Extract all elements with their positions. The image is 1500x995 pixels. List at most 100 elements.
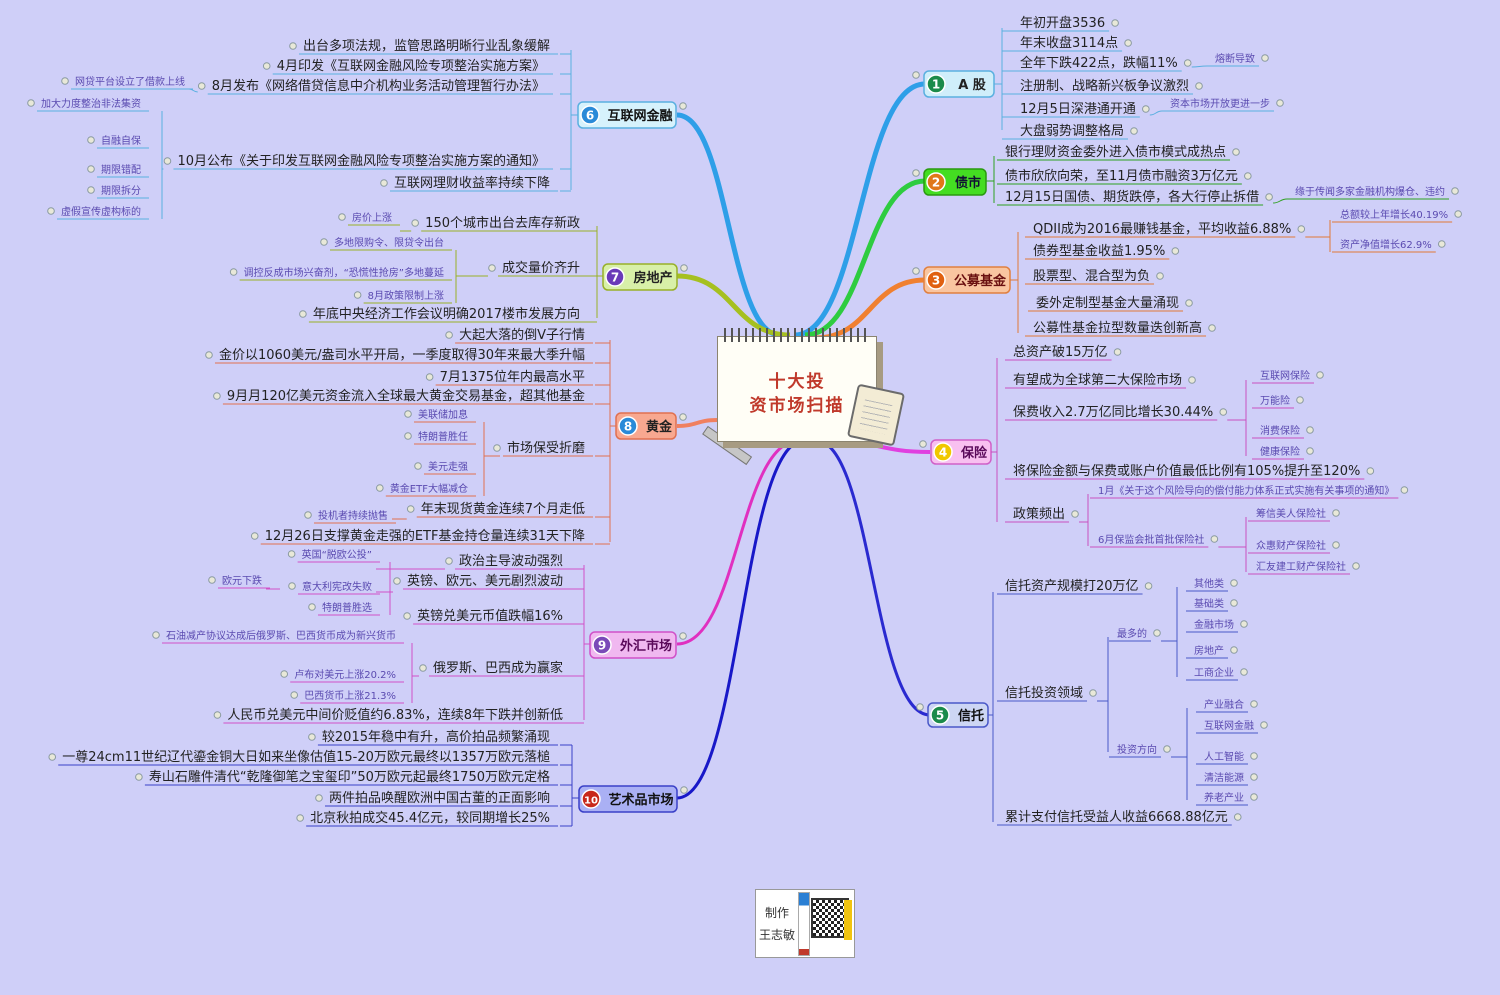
topic-北京秋拍成交454亿元较同期[interactable]: 北京秋拍成交45.4亿元，较同期增长25% bbox=[310, 810, 550, 826]
topic-一尊24cm11世纪辽代鎏金[interactable]: 一尊24cm11世纪辽代鎏金铜大日如来坐像估值15-20万欧元最终以1357万欧… bbox=[62, 749, 550, 765]
topic-调控反成市场兴奋剂恐慌性抢房[interactable]: 调控反成市场兴奋剂，“恐慌性抢房”多地蔓延 bbox=[244, 266, 444, 279]
topic-银行理财资金委外进入债市模式[interactable]: 银行理财资金委外进入债市模式成热点 bbox=[1005, 144, 1226, 160]
topic-黄金ETF大幅减仓[interactable]: 黄金ETF大幅减仓 bbox=[390, 482, 468, 495]
topic-成交量价齐升[interactable]: 成交量价齐升 bbox=[502, 260, 580, 276]
topic-互联网金融[interactable]: 互联网金融 bbox=[1204, 719, 1254, 732]
topic-自融自保[interactable]: 自融自保 bbox=[101, 134, 141, 147]
topic-万能险[interactable]: 万能险 bbox=[1260, 394, 1290, 407]
topic-熔断导致[interactable]: 熔断导致 bbox=[1215, 52, 1255, 65]
topic-12月26日支撑黄金走强的E[interactable]: 12月26日支撑黄金走强的ETF基金持仓量连续31天下降 bbox=[265, 528, 585, 544]
topic-多地限购令限贷令出台[interactable]: 多地限购令、限贷令出台 bbox=[334, 236, 444, 249]
topic-金融市场[interactable]: 金融市场 bbox=[1194, 618, 1234, 631]
topic-总额较上年增长4019[interactable]: 总额较上年增长40.19% bbox=[1340, 208, 1448, 221]
topic-债市欣欣向荣至11月债市融资[interactable]: 债市欣欣向荣，至11月债市融资3万亿元 bbox=[1005, 168, 1238, 184]
topic-英镑兑美元币值跌幅16[interactable]: 英镑兑美元币值跌幅16% bbox=[417, 608, 563, 624]
topic-资产净值增长629[interactable]: 资产净值增长62.9% bbox=[1340, 238, 1432, 251]
topic-年初开盘3536[interactable]: 年初开盘3536 bbox=[1020, 15, 1105, 31]
topic-健康保险[interactable]: 健康保险 bbox=[1260, 445, 1300, 458]
topic-较2015年稳中有升高价拍品[interactable]: 较2015年稳中有升，高价拍品频繁涌现 bbox=[322, 729, 550, 745]
topic-人工智能[interactable]: 人工智能 bbox=[1204, 750, 1244, 763]
topic-筹信美人保险社[interactable]: 筹信美人保险社 bbox=[1256, 507, 1326, 520]
topic-加大力度整治非法集资[interactable]: 加大力度整治非法集资 bbox=[41, 97, 141, 110]
topic-债券型基金收益195[interactable]: 债券型基金收益1.95% bbox=[1033, 243, 1165, 259]
topic-英镑欧元美元剧烈波动[interactable]: 英镑、欧元、美元剧烈波动 bbox=[407, 573, 563, 589]
topic-资本市场开放更进一步[interactable]: 资本市场开放更进一步 bbox=[1170, 97, 1270, 110]
topic-4月印发互联网金融风险专项整[interactable]: 4月印发《互联网金融风险专项整治实施方案》 bbox=[277, 58, 545, 74]
topic-股票型混合型为负[interactable]: 股票型、混合型为负 bbox=[1033, 269, 1150, 284]
topic-10月公布关于印发互联网金融[interactable]: 10月公布《关于印发互联网金融风险专项整治实施方案的通知》 bbox=[177, 153, 545, 169]
topic-有望成为全球第二大保险市场[interactable]: 有望成为全球第二大保险市场 bbox=[1013, 372, 1182, 388]
topic-互联网理财收益率持续下降[interactable]: 互联网理财收益率持续下降 bbox=[394, 175, 550, 191]
topic-政治主导波动强烈[interactable]: 政治主导波动强烈 bbox=[459, 554, 563, 569]
topic-石油减产协议达成后俄罗斯巴西[interactable]: 石油减产协议达成后俄罗斯、巴西货币成为新兴货币 bbox=[166, 629, 396, 642]
topic-寿山石雕件清代乾隆御笔之宝玺[interactable]: 寿山石雕件清代“乾隆御笔之宝玺印”50万欧元起最终1750万欧元定格 bbox=[149, 769, 550, 785]
topic-年末现货黄金连续7个月走低[interactable]: 年末现货黄金连续7个月走低 bbox=[421, 501, 585, 517]
topic-众惠财产保险社[interactable]: 众惠财产保险社 bbox=[1256, 539, 1326, 552]
topic-公募性基金拉型数量迭创新高[interactable]: 公募性基金拉型数量迭创新高 bbox=[1033, 320, 1202, 336]
topic-美元走强[interactable]: 美元走强 bbox=[428, 460, 468, 473]
topic-巴西货币上涨213[interactable]: 巴西货币上涨21.3% bbox=[304, 689, 396, 702]
topic-欧元下跌[interactable]: 欧元下跌 bbox=[222, 574, 262, 587]
topic-注册制战略新兴板争议激烈[interactable]: 注册制、战略新兴板争议激烈 bbox=[1020, 78, 1189, 94]
topic-大起大落的倒V子行情[interactable]: 大起大落的倒V子行情 bbox=[459, 327, 585, 343]
topic-出台多项法规监管思路明晰行业[interactable]: 出台多项法规，监管思路明晰行业乱象缓解 bbox=[303, 38, 550, 54]
topic-7月1375位年内最高水平[interactable]: 7月1375位年内最高水平 bbox=[440, 369, 585, 385]
topic-金价以1060美元盎司水平开[interactable]: 金价以1060美元/盎司水平开局，一季度取得30年来最大季升幅 bbox=[219, 347, 585, 363]
topic-委外定制型基金大量涌现[interactable]: 委外定制型基金大量涌现 bbox=[1036, 295, 1179, 311]
topic-12月15日国债期货跌停各大[interactable]: 12月15日国债、期货跌停，各大行停止拆借 bbox=[1005, 189, 1259, 205]
topic-工商企业[interactable]: 工商企业 bbox=[1194, 666, 1234, 679]
topic-9月月120亿美元资金流入全[interactable]: 9月月120亿美元资金流入全球最大黄金交易基金，超其他基金 bbox=[227, 388, 585, 404]
topic-卢布对美元上涨202[interactable]: 卢布对美元上涨20.2% bbox=[294, 668, 396, 681]
topic-基础类[interactable]: 基础类 bbox=[1194, 597, 1224, 610]
topic-8月发布网络借贷信息中介机构[interactable]: 8月发布《网络借贷信息中介机构业务活动管理暂行办法》 bbox=[212, 78, 545, 94]
topic-房价上涨[interactable]: 房价上涨 bbox=[352, 211, 392, 224]
topic-6月保监会批首批保险社[interactable]: 6月保监会批首批保险社 bbox=[1098, 533, 1204, 546]
topic-期限拆分[interactable]: 期限拆分 bbox=[101, 184, 141, 197]
topic-市场保受折磨[interactable]: 市场保受折磨 bbox=[507, 440, 585, 456]
topic-美联储加息[interactable]: 美联储加息 bbox=[418, 408, 468, 421]
topic-英国脱欧公投[interactable]: 英国“脱欧公投” bbox=[302, 548, 372, 561]
topic-1月关于这个风险导向的偿付能[interactable]: 1月《关于这个风险导向的偿付能力体系正式实施有关事项的通知》 bbox=[1098, 484, 1394, 497]
topic-保费收入27万亿同比增长30[interactable]: 保费收入2.7万亿同比增长30.44% bbox=[1013, 405, 1213, 420]
topic-养老产业[interactable]: 养老产业 bbox=[1204, 791, 1244, 804]
topic-房地产[interactable]: 房地产 bbox=[1194, 644, 1224, 657]
topic-网贷平台设立了借款上线[interactable]: 网贷平台设立了借款上线 bbox=[75, 75, 185, 88]
topic-大盘弱势调整格局[interactable]: 大盘弱势调整格局 bbox=[1020, 123, 1124, 139]
topic-150个城市出台去库存新政[interactable]: 150个城市出台去库存新政 bbox=[425, 215, 580, 231]
topic-总资产破15万亿[interactable]: 总资产破15万亿 bbox=[1013, 345, 1108, 360]
topic-8月政策限制上涨[interactable]: 8月政策限制上涨 bbox=[368, 289, 444, 302]
topic-政策频出[interactable]: 政策频出 bbox=[1013, 506, 1065, 522]
topic-虚假宣传虚构标的[interactable]: 虚假宣传虚构标的 bbox=[61, 205, 141, 218]
topic-俄罗斯巴西成为赢家[interactable]: 俄罗斯、巴西成为赢家 bbox=[433, 660, 563, 676]
topic-其他类[interactable]: 其他类 bbox=[1194, 577, 1224, 590]
topic-人民币兑美元中间价贬值约68[interactable]: 人民币兑美元中间价贬值约6.83%，连续8年下跌并创新低 bbox=[227, 707, 563, 723]
topic-投资方向[interactable]: 投资方向 bbox=[1117, 743, 1157, 756]
topic-信托资产规模打20万亿[interactable]: 信托资产规模打20万亿 bbox=[1005, 579, 1139, 594]
topic-消费保险[interactable]: 消费保险 bbox=[1260, 424, 1300, 437]
topic-投机者持续抛售[interactable]: 投机者持续抛售 bbox=[318, 509, 388, 522]
topic-缘于传闻多家金融机构爆仓违约[interactable]: 缘于传闻多家金融机构爆仓、违约 bbox=[1295, 185, 1445, 198]
topic-QDII成为2016最赚钱基[interactable]: QDII成为2016最赚钱基金，平均收益6.88% bbox=[1033, 221, 1291, 237]
topic-12月5日深港通开通[interactable]: 12月5日深港通开通 bbox=[1020, 102, 1136, 117]
topic-全年下跌422点跌幅11[interactable]: 全年下跌422点，跌幅11% bbox=[1020, 55, 1178, 71]
topic-两件拍品唤醒欧洲中国古董的正[interactable]: 两件拍品唤醒欧洲中国古董的正面影响 bbox=[329, 790, 550, 806]
topic-汇友建工财产保险社[interactable]: 汇友建工财产保险社 bbox=[1256, 560, 1346, 573]
topic-期限错配[interactable]: 期限错配 bbox=[101, 163, 141, 176]
topic-年末收盘3114点[interactable]: 年末收盘3114点 bbox=[1020, 35, 1118, 51]
topic-意大利宪改失败[interactable]: 意大利宪改失败 bbox=[302, 580, 372, 593]
topic-年底中央经济工作会议明确20[interactable]: 年底中央经济工作会议明确2017楼市发展方向 bbox=[313, 306, 580, 322]
topic-累计支付信托受益人收益666[interactable]: 累计支付信托受益人收益6668.88亿元 bbox=[1005, 810, 1228, 825]
topic-清洁能源[interactable]: 清洁能源 bbox=[1204, 771, 1244, 784]
topic-互联网保险[interactable]: 互联网保险 bbox=[1260, 369, 1310, 382]
topic-将保险金额与保费或账户价值最[interactable]: 将保险金额与保费或账户价值最低比例有105%提升至120% bbox=[1013, 463, 1360, 479]
